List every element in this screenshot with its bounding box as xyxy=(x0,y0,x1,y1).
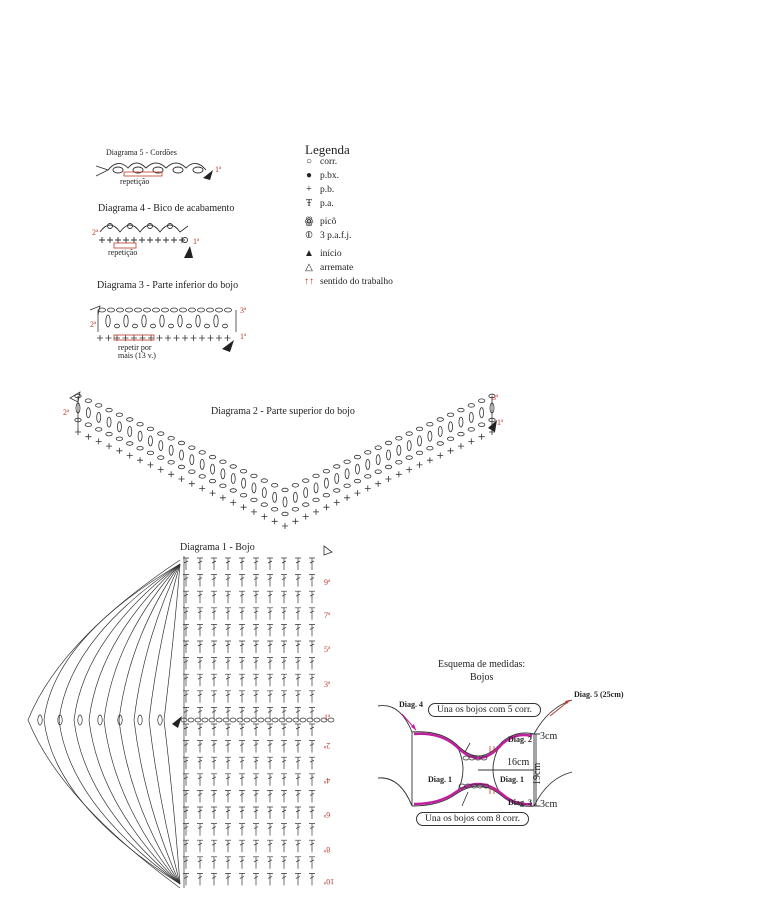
legend-item-label: p.b. xyxy=(320,184,335,195)
diagram3-row2: 2ª xyxy=(90,320,97,329)
diagram2-title: Diagrama 2 - Parte superior do bojo xyxy=(211,406,355,417)
legend-item-label: arremate xyxy=(320,262,354,273)
diagram1-row-label: 9ª xyxy=(324,578,331,587)
measurements-diag1-left: Diag. 1 xyxy=(428,775,452,784)
measurements-dim-bottom: 3cm xyxy=(540,799,558,810)
legend-item-label: sentido do trabalho xyxy=(320,276,393,287)
measurements-diag3: Diag. 3 xyxy=(508,798,532,807)
slip-stitch-icon: ● xyxy=(305,170,313,181)
diagram5-row1: 1ª xyxy=(215,165,222,174)
diagram1-row-label: 7ª xyxy=(324,611,331,620)
legend-item-label: p.bx. xyxy=(320,170,339,181)
measurements-diag5: Diag. 5 (25cm) xyxy=(574,690,624,699)
measurements-diag1-right: Diag. 1 xyxy=(500,775,524,784)
measurements-note-bottom: Una os bojos com 8 corr. xyxy=(416,812,529,826)
legend-item-label: início xyxy=(320,248,342,259)
single-crochet-icon: + xyxy=(306,184,312,195)
diagram1-row-label: 3ª xyxy=(324,680,331,689)
legend-item: ↑↑ sentido do trabalho xyxy=(304,276,393,287)
diagram3-row3: 3ª xyxy=(240,306,247,315)
diagram4-repeat-label: repetição xyxy=(108,248,138,257)
diagram2-row2: 2ª xyxy=(63,408,70,417)
chain-stitch-icon: ○ xyxy=(305,156,313,167)
diagram3-repeat-line2: mais (13 v.) xyxy=(118,351,156,360)
legend-item: ● p.bx. xyxy=(304,170,339,181)
measurements-diag2: Diag. 2 xyxy=(508,735,532,744)
legend-item-label: 3 p.a.f.j. xyxy=(320,230,352,241)
diagram4-title: Diagrama 4 - Bico de acabamento xyxy=(98,203,235,214)
legend-item: ▲ início xyxy=(304,248,342,259)
legend-item: ꙮ picô xyxy=(304,216,337,227)
legend-title: Legenda xyxy=(305,142,350,157)
legend-item: △ arremate xyxy=(304,262,353,273)
diagram1-title: Diagrama 1 - Bojo xyxy=(180,542,255,553)
measurements-note-top: Una os bojos com 5 corr. xyxy=(428,703,541,717)
diagram3-row1: 1ª xyxy=(240,332,247,341)
measurements-dim-height: 19cm xyxy=(532,762,543,785)
work-direction-icon: ↑↑ xyxy=(304,276,314,287)
legend-item-label: picô xyxy=(320,216,337,227)
legend-item-label: p.a. xyxy=(320,198,334,209)
legend-item: ⦶ 3 p.a.f.j. xyxy=(304,230,351,241)
diagram1-row-label: 1ª xyxy=(324,713,331,722)
diagram4-row2: 2ª xyxy=(92,228,99,237)
picot-icon: ꙮ xyxy=(304,216,314,227)
double-crochet-icon: Ŧ xyxy=(305,198,313,209)
measurements-title-line1: Esquema de medidas: xyxy=(438,659,526,670)
legend-item: + p.b. xyxy=(304,184,334,195)
measurements-dim-top: 3cm xyxy=(540,731,558,742)
fasten-off-icon: △ xyxy=(305,262,313,273)
start-arrow-icon: ▲ xyxy=(304,248,314,259)
diagram2-row3: 3ª xyxy=(492,393,499,402)
diagram1-row-label: 5ª xyxy=(324,645,331,654)
legend-item-label: corr. xyxy=(320,156,338,167)
diagram5-title: Diagrama 5 - Cordões xyxy=(106,148,177,157)
diagram5-repeat-label: repetição xyxy=(120,177,150,186)
cluster-icon: ⦶ xyxy=(305,230,313,241)
legend-item: ○ corr. xyxy=(304,156,337,167)
diagram3-title: Diagrama 3 - Parte inferior do bojo xyxy=(97,280,239,291)
measurements-title-line2: Bojos xyxy=(470,672,494,683)
diagram4-row1: 1ª xyxy=(193,237,200,246)
diagram2-row1: 1ª xyxy=(497,418,504,427)
measurements-dim-width: 16cm xyxy=(507,757,530,768)
diagram3-repeat-line1: repetir por xyxy=(118,343,152,352)
measurements-diag4: Diag. 4 xyxy=(399,700,423,709)
